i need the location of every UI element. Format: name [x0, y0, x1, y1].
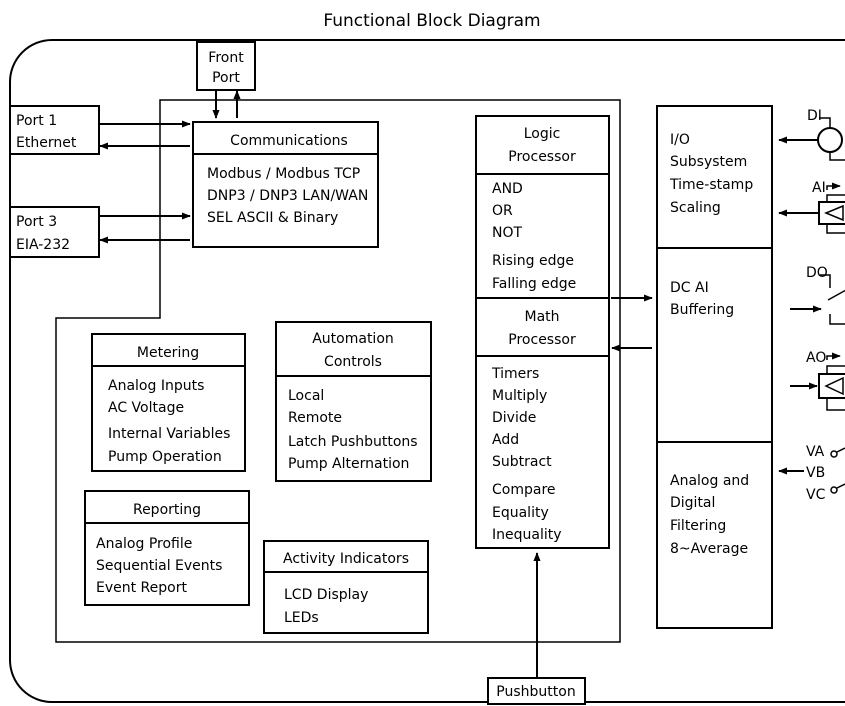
ai-lead [826, 182, 841, 190]
logic-processor-heading: Processor [508, 149, 576, 165]
logic-item: Rising edge [492, 253, 574, 269]
metering-item: Internal Variables [108, 426, 230, 442]
activity-indicators-box: Activity Indicators LCD Display LEDs [263, 540, 429, 634]
logic-processor-box: Logic Processor AND OR NOT Rising edge F… [475, 115, 610, 549]
io-item: Filtering [670, 518, 726, 534]
automation-controls-box: Automation Controls Local Remote Latch P… [275, 321, 432, 482]
io-item: Buffering [670, 302, 734, 318]
math-item: Equality [492, 505, 549, 521]
metering-item: AC Voltage [108, 400, 184, 416]
ao-label: AO [806, 350, 826, 366]
metering-item: Analog Inputs [108, 378, 204, 394]
io-item: Digital [670, 495, 715, 511]
di-return-lead [829, 152, 845, 161]
port3-label-2: EIA-232 [16, 237, 70, 253]
front-port-label-2: Port [212, 70, 240, 86]
port1-label-2: Ethernet [16, 135, 77, 151]
logic-processor-heading: Logic [524, 126, 561, 142]
reporting-box: Reporting Analog Profile Sequential Even… [84, 490, 250, 606]
port3-label-1: Port 3 [16, 214, 57, 230]
pushbutton-box: Pushbutton [487, 677, 586, 705]
reporting-item: Event Report [96, 580, 187, 596]
va-label: VA [806, 444, 825, 460]
automation-item: Remote [288, 410, 342, 426]
front-port-label-1: Front [208, 50, 244, 66]
io-item: 8~Average [670, 541, 748, 557]
port3-box: Port 3 EIA-232 [9, 206, 100, 258]
di-lead [819, 117, 831, 128]
io-subsystem-box: I/O Subsystem Time-stamp Scaling DC AI B… [656, 105, 773, 629]
io-item: DC AI [670, 280, 709, 296]
communications-item: Modbus / Modbus TCP [207, 166, 360, 182]
ao-lead [826, 352, 841, 360]
analog-output-icon [818, 373, 845, 399]
vb-label: VB [806, 465, 825, 481]
io-item: Scaling [670, 200, 721, 216]
port1-label-1: Port 1 [16, 113, 57, 129]
metering-item: Pump Operation [108, 449, 222, 465]
math-item: Multiply [492, 388, 547, 404]
math-processor-heading: Processor [508, 332, 576, 348]
automation-item: Latch Pushbuttons [288, 434, 418, 450]
math-item: Divide [492, 410, 536, 426]
activity-item: LEDs [284, 610, 319, 626]
metering-heading: Metering [137, 345, 199, 361]
reporting-item: Sequential Events [96, 558, 222, 574]
math-item: Timers [491, 366, 539, 382]
logic-item: Falling edge [492, 276, 576, 292]
digital-input-icon [817, 127, 843, 153]
pushbutton-label: Pushbutton [496, 684, 575, 700]
automation-controls-heading: Controls [324, 354, 382, 370]
logic-item: NOT [492, 225, 522, 241]
communications-heading: Communications [230, 133, 348, 149]
activity-item: LCD Display [284, 587, 368, 603]
automation-controls-heading: Automation [312, 331, 394, 347]
reporting-heading: Reporting [133, 502, 201, 518]
logic-item: OR [492, 203, 513, 219]
io-item: Analog and [670, 473, 749, 489]
communications-box: Communications Modbus / Modbus TCP DNP3 … [192, 121, 379, 248]
math-processor-heading: Math [524, 309, 559, 325]
analog-input-icon [818, 201, 845, 225]
di-label: DI [807, 108, 822, 124]
vc-label: VC [806, 487, 826, 503]
reporting-item: Analog Profile [96, 536, 192, 552]
va-terminal-icon [830, 450, 838, 458]
math-item: Subtract [492, 454, 552, 470]
front-port-box: Front Port [196, 41, 256, 91]
do-label: DO [806, 265, 828, 281]
port1-box: Port 1 Ethernet [9, 105, 100, 155]
io-item: I/O [670, 132, 690, 148]
processor-boundary [55, 99, 621, 643]
io-item: Subsystem [670, 154, 747, 170]
math-item: Add [492, 432, 519, 448]
io-item: Time-stamp [669, 177, 753, 193]
vc-terminal-icon [830, 486, 838, 494]
metering-box: Metering Analog Inputs AC Voltage Intern… [91, 333, 246, 472]
math-item: Compare [492, 482, 556, 498]
logic-item: AND [492, 181, 523, 197]
communications-item: SEL ASCII & Binary [207, 210, 338, 226]
automation-item: Pump Alternation [288, 456, 409, 472]
diagram-title: Functional Block Diagram [323, 11, 540, 31]
communications-item: DNP3 / DNP3 LAN/WAN [207, 188, 368, 204]
math-item: Inequality [492, 527, 562, 543]
device-enclosure [9, 39, 845, 703]
do-lead [820, 274, 831, 288]
ai-label: AI [812, 180, 826, 196]
activity-indicators-heading: Activity Indicators [283, 551, 409, 567]
automation-item: Local [288, 388, 324, 404]
digital-output-icon [827, 289, 845, 301]
math-processor-box: Math Processor Timers Multiply Divide Ad… [491, 309, 576, 543]
